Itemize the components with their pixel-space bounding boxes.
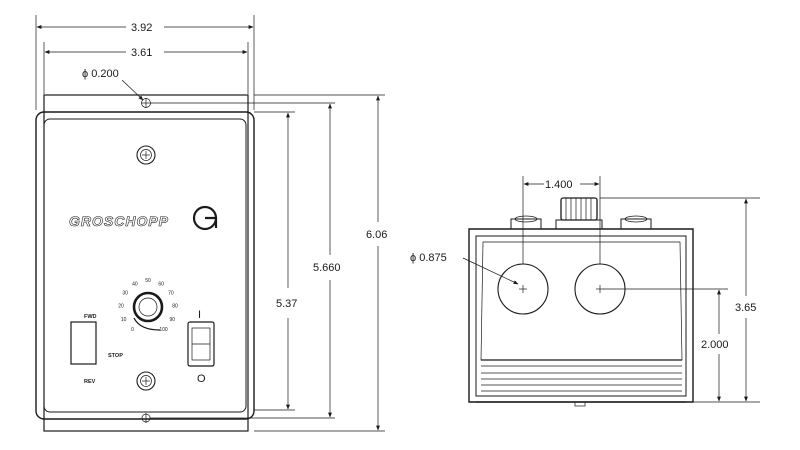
hole-spacing-value: 5.660 (313, 262, 341, 274)
overall-width-dimension: 3.92 (35, 15, 255, 110)
left-boss (510, 215, 542, 230)
dial-scale-label: 70 (168, 291, 174, 297)
dial-scale-label: 30 (122, 291, 128, 297)
side-hole-spacing-dimension: 1.400 (522, 176, 601, 264)
power-switch[interactable] (187, 321, 215, 367)
top-screw-icon (136, 145, 156, 165)
left-knockout-hole (497, 263, 549, 315)
side-height-dimension: 3.65 (735, 198, 756, 402)
side-hole-height-dimension: 2.000 (701, 289, 729, 402)
side-housing (468, 228, 694, 403)
side-hole-height-value: 2.000 (701, 339, 729, 351)
dial-scale-label: 60 (158, 281, 164, 287)
side-hole-spacing-value: 1.400 (545, 179, 573, 191)
bottom-mount-hole (141, 413, 151, 423)
mount-hole-value: ϕ 0.200 (82, 68, 119, 80)
dial-scale-label: 0 (131, 327, 134, 333)
overall-height-dimension: 6.06 (366, 95, 387, 431)
dial-scale-label: 20 (118, 304, 124, 310)
dial-scale-label: 50 (145, 278, 151, 284)
dial-scale-label: 100 (159, 327, 168, 333)
power-off-symbol: O (197, 373, 206, 385)
direction-switch[interactable] (70, 321, 97, 365)
knockout-diameter-value: ϕ 0.875 (410, 252, 447, 264)
plate-width-dimension: 3.61 (43, 42, 249, 94)
dial-scale-label: 40 (132, 281, 138, 287)
dial-scale-label: 80 (172, 304, 178, 310)
power-on-symbol: I (198, 309, 201, 321)
knockout-diameter-dimension: ϕ 0.875 (410, 252, 519, 285)
fwd-label: FWD (84, 314, 97, 320)
plate-height-value: 5.37 (276, 298, 297, 310)
housing-outer (35, 111, 255, 420)
side-height-value: 3.65 (735, 302, 756, 314)
top-knob[interactable] (555, 197, 603, 230)
plate-width-value: 3.61 (131, 47, 152, 59)
bottom-screw-icon (136, 371, 156, 391)
speed-dial-knob[interactable] (132, 291, 164, 331)
mount-hole-dimension: ϕ 0.200 (82, 68, 144, 101)
brand-name: GROSCHOPP (69, 213, 169, 229)
heatsink-ribs (476, 359, 686, 407)
brand-logo-icon (192, 205, 218, 231)
rev-label: REV (84, 379, 96, 385)
housing-inner (43, 118, 247, 413)
overall-height-value: 6.06 (366, 229, 387, 241)
dial-scale-label: 10 (121, 317, 127, 323)
dial-scale-label: 90 (170, 317, 176, 323)
overall-width-value: 3.92 (131, 22, 152, 34)
side-view: 1.400 ϕ 0.875 3.65 2.000 (410, 176, 760, 407)
right-boss (620, 215, 652, 230)
hole-spacing-dimension: 5.660 (313, 103, 341, 418)
plate-height-dimension: 5.37 (276, 112, 297, 410)
stop-label: STOP (108, 353, 123, 359)
